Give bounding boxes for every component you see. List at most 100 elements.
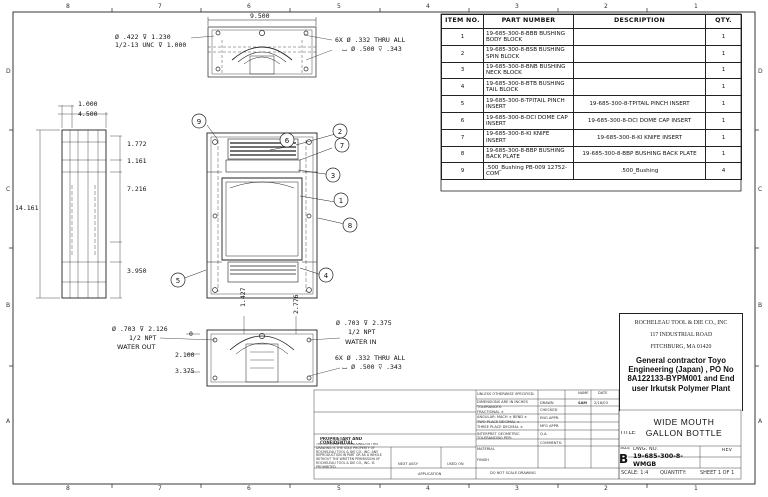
company-block: ROCHELEAU TOOL & DIE CO., INC 117 INDUST… xyxy=(619,313,743,411)
tb-title-label: TITLE: xyxy=(620,431,636,436)
zone-label: 7 xyxy=(158,3,162,10)
tb-dwg-no: 19-685-300-8-WMGB xyxy=(633,453,683,468)
dim-2100: 2.100 xyxy=(175,351,195,359)
dim-zero: 0 xyxy=(189,330,193,338)
dim-water-in-npt: 1/2 NPT xyxy=(348,328,376,336)
bom-part: 19-685-300-8-DCI DOME CAP INSERT xyxy=(483,111,574,130)
tb-scale: SCALE: 1:4 xyxy=(621,470,649,476)
dim-side-4500: 4.500 xyxy=(78,110,98,118)
tb-proprietary-text: THE INFORMATION CONTAINED IN THIS DRAWIN… xyxy=(316,443,382,469)
zone-label: 5 xyxy=(337,3,341,10)
tb-interpret: INTERPRET GEOMETRIC TOLERANCING PER: xyxy=(477,432,520,441)
dim-side-1000: 1.000 xyxy=(78,100,98,108)
bom-part: 19-685-300-8-BBP BUSHING BACK PLATE xyxy=(483,145,574,164)
tb-title-line2: GALLON BOTTLE xyxy=(645,428,723,438)
svg-text:1: 1 xyxy=(339,197,343,205)
tb-qa: Q.A. xyxy=(540,432,548,436)
tb-tolerances: TOLERANCES: xyxy=(477,405,503,409)
dim-water-out-dia: Ø .703 ⊽ 2.126 xyxy=(112,325,168,333)
tb-dwg-label: DWG. NO. xyxy=(633,447,658,452)
balloon-3: 3 xyxy=(325,167,341,183)
dim-top-width: 9.500 xyxy=(250,12,270,20)
bom-item: 8 xyxy=(441,145,484,164)
bom-qty: 1 xyxy=(705,28,742,46)
bom-header-part: PART NUMBER xyxy=(483,14,574,29)
bom-header-item: ITEM NO. xyxy=(441,14,484,29)
svg-text:8: 8 xyxy=(348,222,352,230)
dim-7216: 7.216 xyxy=(127,185,147,193)
balloon-7: 7 xyxy=(334,137,350,153)
tb-proprietary-title: PROPRIETARY AND CONFIDENTIAL xyxy=(320,437,363,446)
balloon-6: 6 xyxy=(279,132,295,148)
company-name: ROCHELEAU TOOL & DIE CO., INC xyxy=(634,320,728,326)
project-description: General contractor Toyo Engineering (Jap… xyxy=(627,355,735,393)
bom-item: 9 xyxy=(441,162,484,181)
tb-size: B xyxy=(619,452,629,466)
bom-part: 19-685-300-8-KI KNIFE INSERT xyxy=(483,128,574,147)
tb-comments: COMMENTS: xyxy=(540,441,563,445)
bom-item: 1 xyxy=(441,28,484,46)
tb-sheet: SHEET 1 OF 1 xyxy=(700,470,735,476)
tb-next-assy: NEXT ASSY xyxy=(398,462,418,466)
bom-desc xyxy=(573,44,706,63)
balloon-9: 9 xyxy=(191,113,207,129)
zone-label: C xyxy=(6,186,11,193)
bom-qty: 1 xyxy=(705,44,742,63)
zone-label: 2 xyxy=(604,3,608,10)
dim-cbore-top: 6X Ø .332 THRU ALL xyxy=(335,36,406,44)
tb-no-scale: DO NOT SCALE DRAWING xyxy=(490,471,536,475)
tb-rev-label: REV xyxy=(722,448,733,453)
tb-name-header: NAME xyxy=(578,391,589,395)
zone-label: B xyxy=(6,302,11,309)
balloon-4: 4 xyxy=(318,267,334,283)
bom-part: .500_Bushing PB-009 12752-COM xyxy=(483,162,574,181)
balloon-2: 2 xyxy=(332,123,348,139)
svg-text:7: 7 xyxy=(340,142,344,150)
svg-text:9: 9 xyxy=(197,118,201,126)
dim-hole-dia: Ø .422 ⊽ 1.230 xyxy=(115,33,171,41)
zone-label: 6 xyxy=(247,3,251,10)
bom-desc: 19-685-300-8-TPITAIL PINCH INSERT xyxy=(573,95,706,113)
zone-label: 8 xyxy=(66,3,70,10)
balloon-5: 5 xyxy=(170,272,186,288)
bom-item: 3 xyxy=(441,61,484,80)
bom-part: 19-685-300-8-BNB BUSHING NECK BLOCK xyxy=(483,61,574,80)
bom-part: 19-685-300-8-BTB BUSHING TAIL BLOCK xyxy=(483,78,574,97)
bom-item: 2 xyxy=(441,44,484,63)
zone-label: 8 xyxy=(66,485,70,492)
tb-drawn: DRAWN xyxy=(540,401,554,405)
bom-part: 19-685-300-8-TPITAIL PINCH INSERT xyxy=(483,95,574,113)
zone-label: 2 xyxy=(604,485,608,492)
balloon-8: 8 xyxy=(342,217,358,233)
tb-used-on: USED ON xyxy=(447,462,464,466)
tb-eng-appr: ENG APPR. xyxy=(540,416,560,420)
svg-text:6: 6 xyxy=(285,137,290,145)
dim-3375: 3.375 xyxy=(175,367,195,375)
tb-quantity: QUANTITY: xyxy=(660,470,687,476)
tb-two-place: TWO PLACE DECIMAL ± xyxy=(477,420,520,424)
zone-label: 3 xyxy=(515,485,519,492)
tb-title-line1: WIDE MOUTH xyxy=(653,417,715,427)
tb-mfg-appr: MFG APPR. xyxy=(540,424,560,428)
zone-label: 3 xyxy=(515,3,519,10)
zone-label: 5 xyxy=(337,485,341,492)
company-address-2: FITCHBURG, MA 01420 xyxy=(650,344,712,351)
dim-3950: 3.950 xyxy=(127,267,147,275)
dim-cbore-bot-spec: ⌴ Ø .500 ⊽ .343 xyxy=(342,363,402,371)
bom-desc xyxy=(573,61,706,80)
dim-cbore-top-spec: ⌴ Ø .500 ⊽ .343 xyxy=(342,45,402,53)
zone-label: 1 xyxy=(694,3,698,10)
side-view xyxy=(36,105,122,299)
tb-finish: FINISH xyxy=(477,458,489,462)
bom-header-desc: DESCRIPTION xyxy=(573,14,706,29)
bom-qty: 1 xyxy=(705,128,742,147)
zone-label: 1 xyxy=(694,485,698,492)
dim-14161: 14.161 xyxy=(15,204,39,212)
tb-dims-in: DIMENSIONS ARE IN INCHES xyxy=(477,400,528,404)
